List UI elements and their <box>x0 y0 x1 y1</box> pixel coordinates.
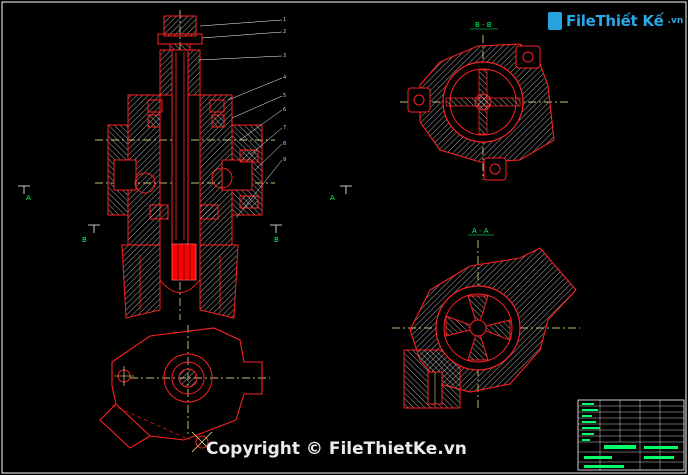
cut-marker-a-left: A <box>26 194 31 202</box>
section-bb-view: B - B <box>400 21 570 181</box>
part-number: 7 <box>283 125 286 131</box>
part-number: 1 <box>283 17 286 23</box>
cut-marker-b-left: B <box>82 236 87 244</box>
part-number: 4 <box>283 75 286 81</box>
file-logo-icon <box>548 12 562 30</box>
part-number: 2 <box>283 29 286 35</box>
copyright-watermark: Copyright © FileThietKe.vn <box>206 439 467 459</box>
logo-suffix: .vn <box>667 16 684 26</box>
part-number: 3 <box>283 53 286 59</box>
filethietke-logo: FileThiết Kế .vn <box>548 12 683 30</box>
title-block <box>577 399 685 471</box>
cut-marker-b-right: B <box>274 236 279 244</box>
section-aa-title: A - A <box>472 227 489 235</box>
part-number: 6 <box>283 107 286 113</box>
part-number: 9 <box>283 157 286 163</box>
section-bb-title: B - B <box>475 21 492 29</box>
main-section-view: 1 2 3 4 5 6 7 8 9 A A B B <box>18 10 352 320</box>
logo-text: FileThiết Kế <box>566 12 664 30</box>
cut-marker-a-mid: A <box>330 194 335 202</box>
bottom-plan-view <box>99 325 270 453</box>
section-aa-view: A - A <box>392 227 580 410</box>
part-number: 8 <box>283 141 286 147</box>
part-number: 5 <box>283 93 286 99</box>
